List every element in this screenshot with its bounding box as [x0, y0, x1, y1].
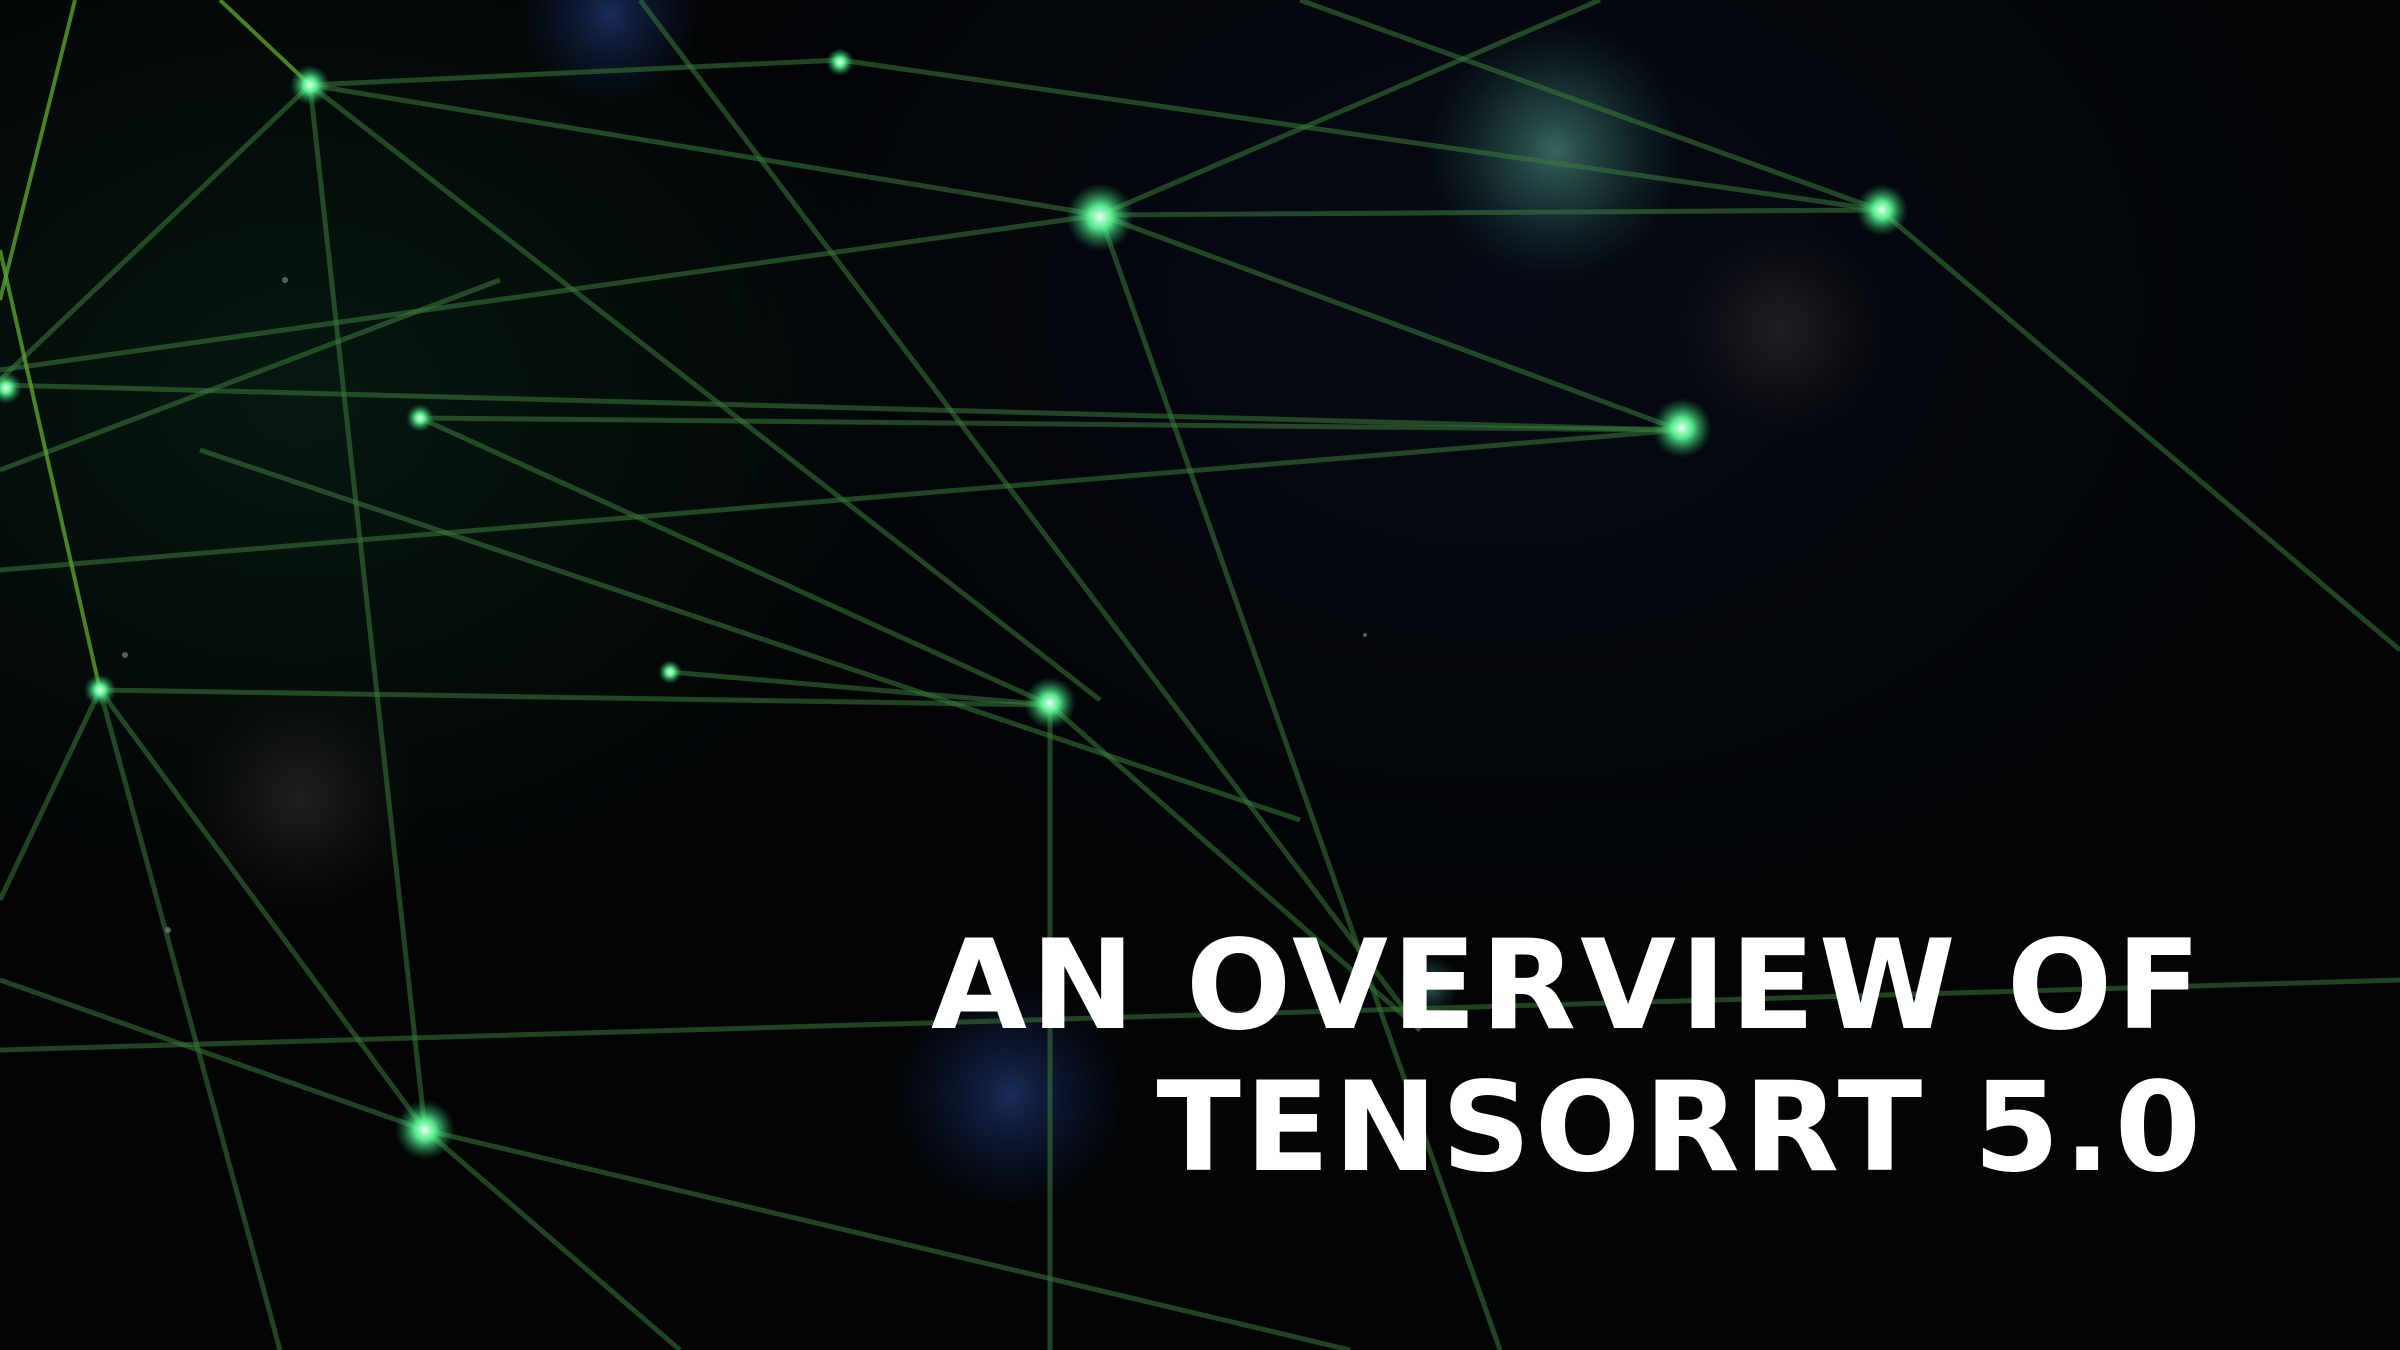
title-line-2: TENSORRT 5.0 [1156, 1056, 2205, 1200]
network-nodes [0, 48, 1908, 1160]
title-line-1: AN OVERVIEW OF [930, 914, 2205, 1058]
network-lines-bright [0, 0, 312, 691]
dust-specks [122, 277, 1367, 933]
slide-title: AN OVERVIEW OF TENSORRT 5.0 [931, 915, 2205, 1199]
